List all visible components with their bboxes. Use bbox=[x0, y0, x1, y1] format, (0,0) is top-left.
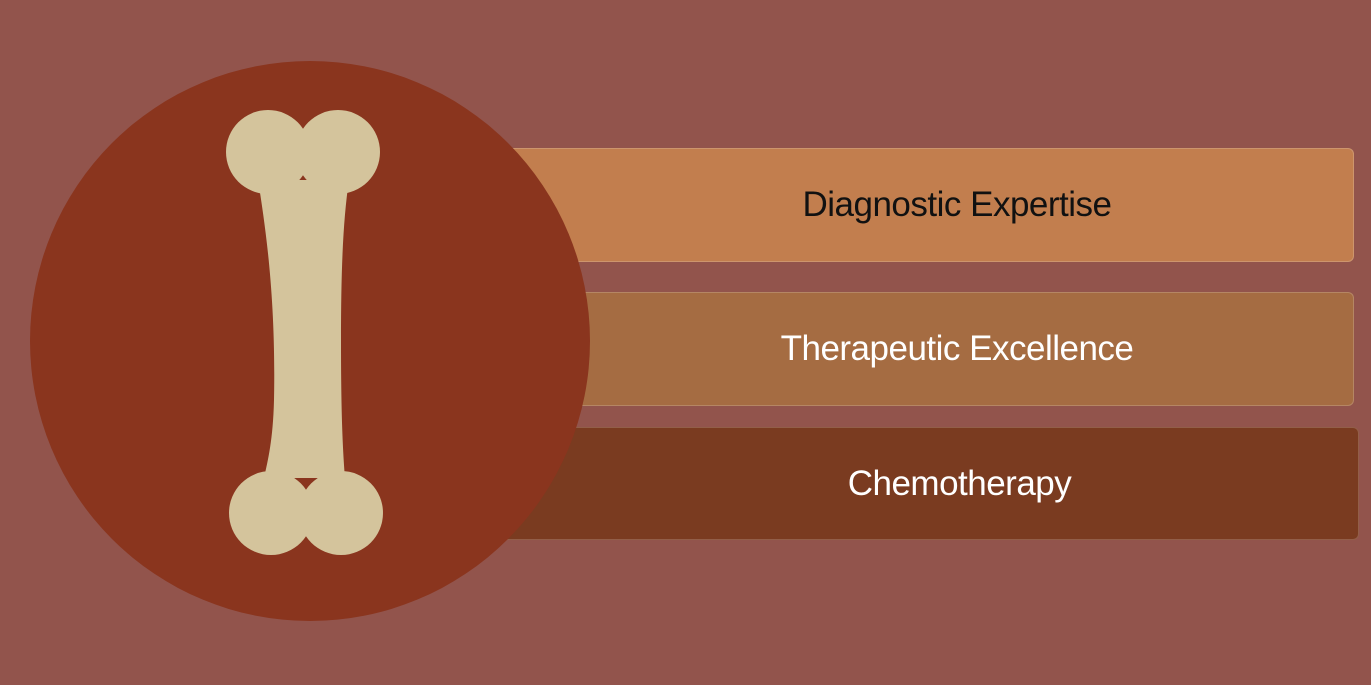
item-bar-chemotherapy: Chemotherapy bbox=[500, 427, 1359, 540]
item-bar-therapeutic-excellence: Therapeutic Excellence bbox=[500, 292, 1354, 406]
item-label: Therapeutic Excellence bbox=[780, 329, 1134, 368]
item-label: Diagnostic Expertise bbox=[802, 185, 1112, 224]
item-bar-diagnostic-expertise: Diagnostic Expertise bbox=[500, 148, 1354, 262]
item-label: Chemotherapy bbox=[847, 463, 1072, 503]
